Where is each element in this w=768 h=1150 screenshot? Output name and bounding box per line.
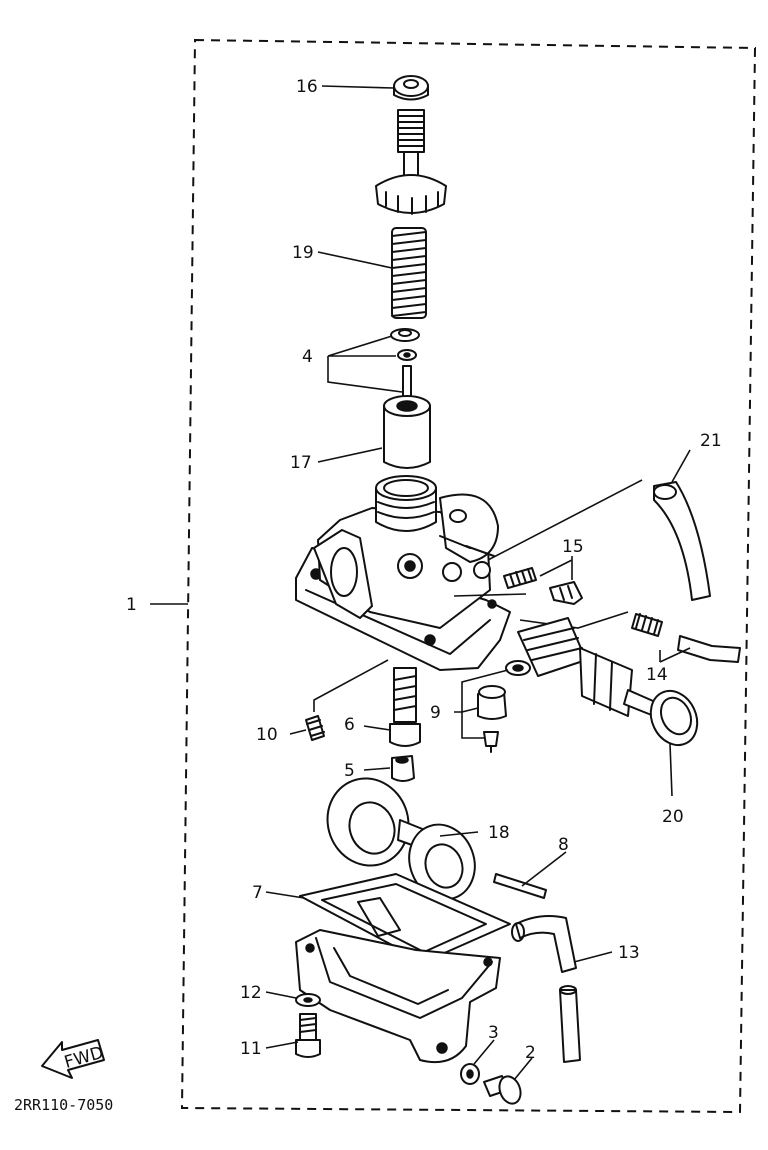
part-4-needle-set bbox=[390, 328, 420, 413]
callout-17: 17 bbox=[290, 453, 312, 473]
callout-4: 4 bbox=[302, 347, 313, 367]
part-14-pilot-screw bbox=[519, 611, 741, 663]
leader-lines bbox=[150, 85, 691, 1081]
part-18-float bbox=[326, 777, 476, 901]
callout-21: 21 bbox=[700, 431, 722, 451]
callout-16: 16 bbox=[296, 77, 318, 97]
part-7-float-bowl-gasket bbox=[299, 873, 511, 963]
part-10-pilot-jet bbox=[305, 659, 389, 741]
callout-20: 20 bbox=[662, 807, 684, 827]
callout-13: 13 bbox=[618, 943, 640, 963]
callout-19: 19 bbox=[292, 243, 314, 263]
part-9-float-valve-set bbox=[477, 660, 531, 753]
callout-7: 7 bbox=[252, 883, 263, 903]
callout-6: 6 bbox=[344, 715, 355, 735]
callout-14: 14 bbox=[646, 665, 668, 685]
callout-11: 11 bbox=[240, 1039, 262, 1059]
drawing-code: 2RR110-7050 bbox=[14, 1096, 113, 1114]
callout-1: 1 bbox=[126, 595, 137, 615]
part-21-vent-hose bbox=[653, 481, 711, 601]
part-13-drain-hose bbox=[511, 915, 581, 1063]
part-2-drain-screw bbox=[483, 1075, 522, 1105]
callout-18: 18 bbox=[488, 823, 510, 843]
callout-10: 10 bbox=[256, 725, 278, 745]
callout-5: 5 bbox=[344, 761, 355, 781]
assembly-boundary bbox=[180, 38, 757, 1114]
part-16-top-cap bbox=[375, 75, 447, 215]
part-8-float-pin bbox=[493, 873, 547, 899]
part-3-drain-washer bbox=[460, 1063, 480, 1085]
part-5-main-jet bbox=[391, 755, 415, 782]
part-20-starter-plunger bbox=[517, 617, 699, 747]
callout-12: 12 bbox=[240, 983, 262, 1003]
callout-9: 9 bbox=[430, 703, 441, 723]
float-bowl bbox=[295, 929, 501, 1064]
callout-8: 8 bbox=[558, 835, 569, 855]
callout-15: 15 bbox=[562, 537, 584, 557]
callout-3: 3 bbox=[488, 1023, 499, 1043]
carburetor-body bbox=[295, 475, 643, 671]
part-19-spring bbox=[391, 227, 427, 319]
part-17-throttle-slide bbox=[383, 395, 431, 469]
part-6-needle-jet bbox=[389, 667, 421, 747]
part-12-washer bbox=[295, 993, 321, 1007]
part-11-bowl-screw bbox=[295, 1013, 321, 1058]
callout-2: 2 bbox=[525, 1043, 536, 1063]
part-15-air-screw bbox=[503, 567, 583, 605]
callout-labels: 1 2 3 4 5 6 7 8 9 10 11 12 13 14 15 16 1… bbox=[126, 77, 722, 1063]
forward-direction-arrow: FWD bbox=[41, 1039, 106, 1079]
